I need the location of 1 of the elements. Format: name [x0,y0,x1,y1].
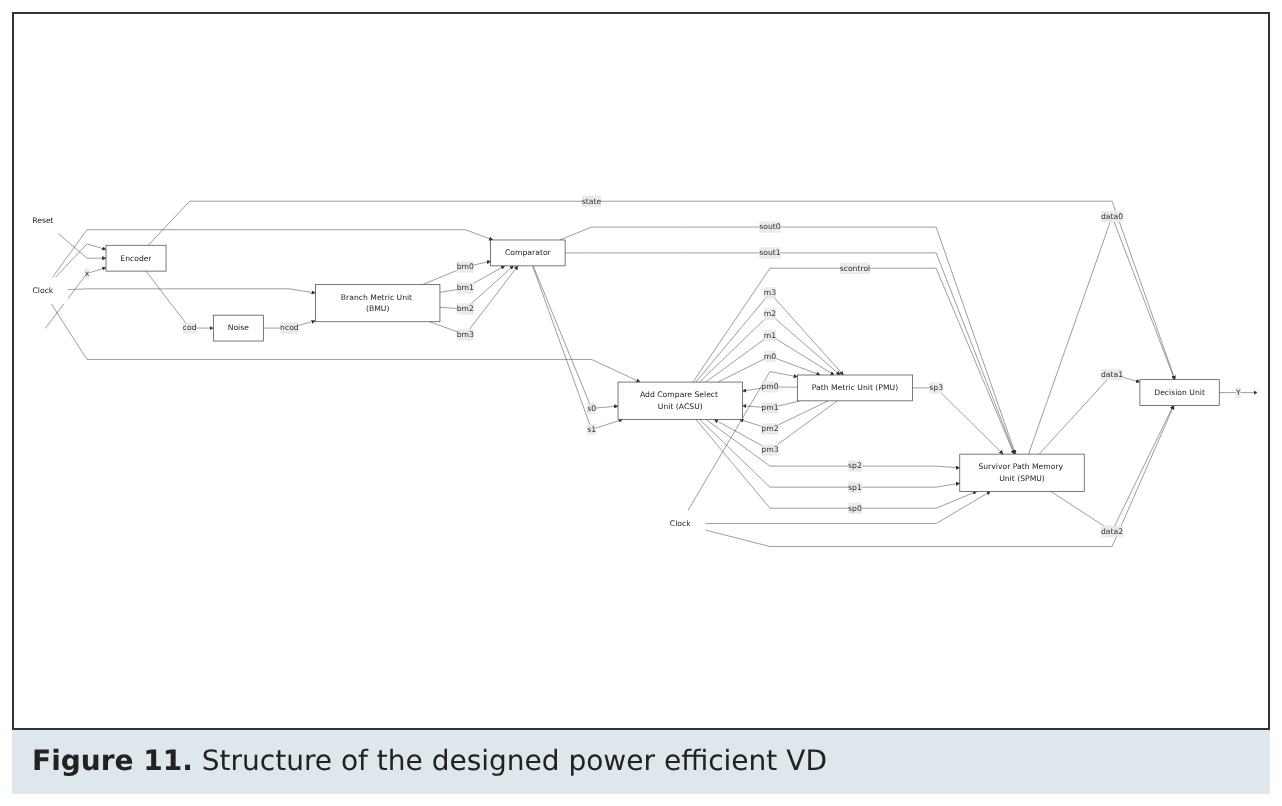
figure-caption: Figure 11. Structure of the designed power efficient VD [12,730,1270,794]
